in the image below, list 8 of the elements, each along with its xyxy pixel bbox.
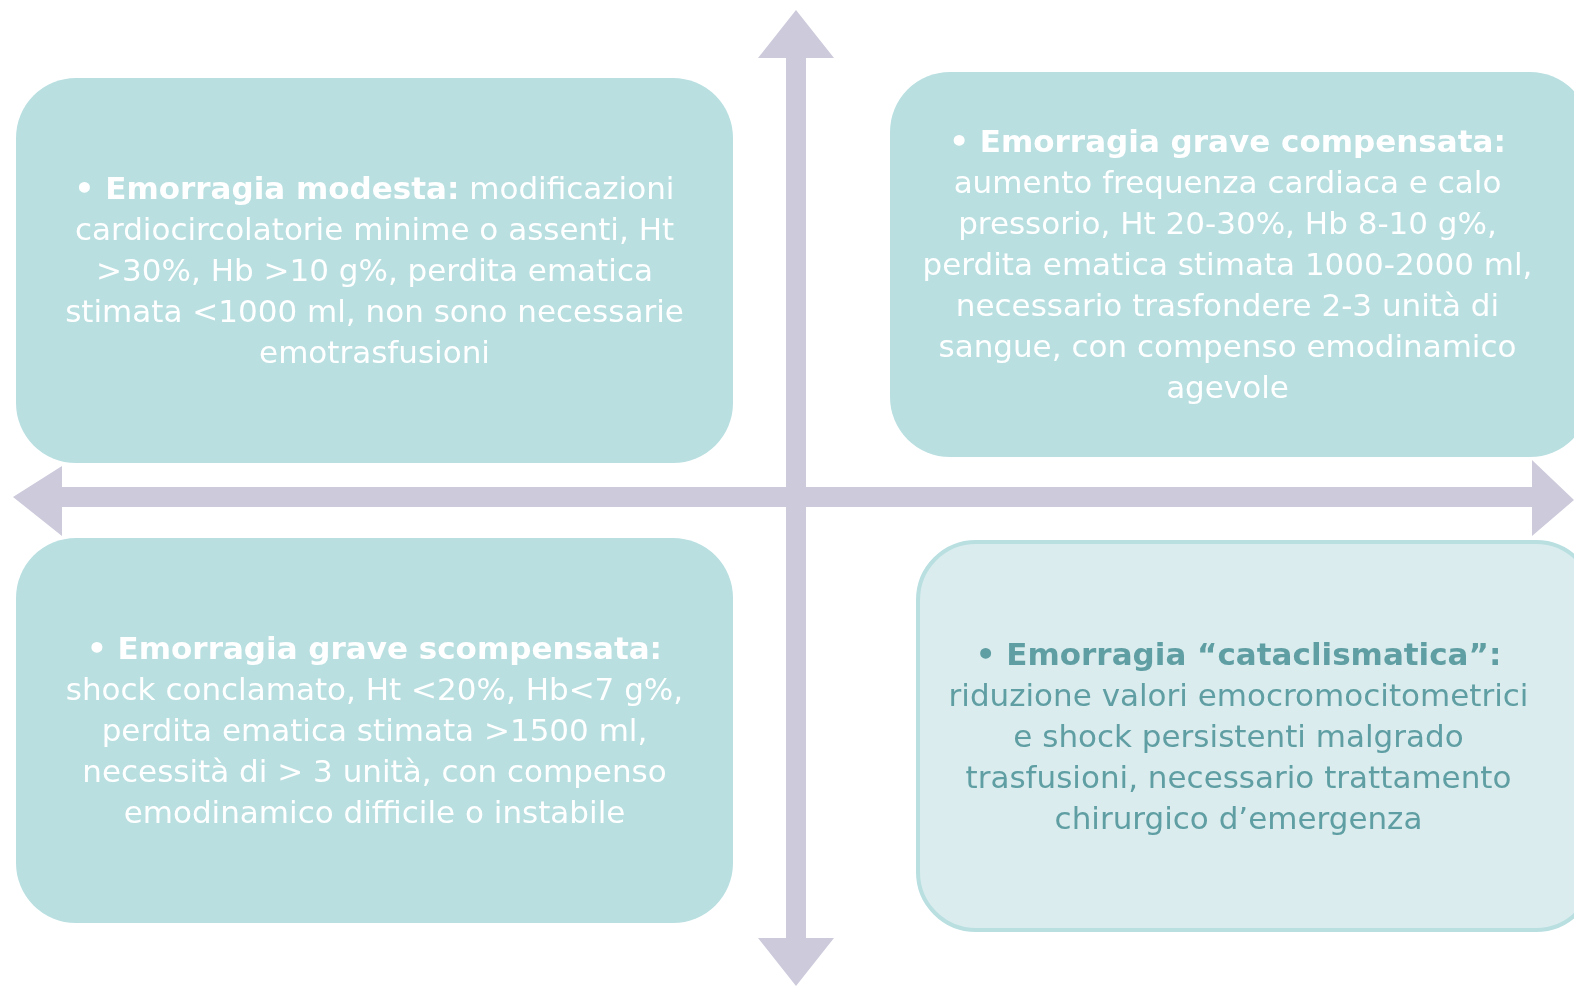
rounded-box xyxy=(916,540,1574,932)
rounded-box xyxy=(16,538,733,923)
description-text: • Emorragia grave scompensata: shock conclamato, Ht <20%, Hb<7 g%, perdita ematica stimata >1500 ml, necessità di > 3 unità, con compenso emodinamico difficile o instabile xyxy=(64,629,685,832)
rounded-box xyxy=(16,78,733,463)
description-text: • Emorragia modesta: modificazioni cardiocircolatorie minime o assenti, Ht >30%, Hb >10 g%, perdita ematica stimata <1000 ml, non sono necessarie emotrasfusioni xyxy=(64,169,685,372)
description-text: • Emorragia grave compensata: aumento frequenza cardiaca e calo pressorio, Ht 20-30%, Hb 8-10 g%, perdita ematica stimata 1000-2000 ml, necessario trasfondere 2-3 unità di sangue, con compenso emodinamico agevole xyxy=(921,122,1534,407)
rounded-box xyxy=(890,72,1574,457)
description-text: • Emorragia “cataclismatica”: riduzione valori emocromocitometrici e shock persistenti malgrado trasfusioni, necessario trattamento chirurgico d’emergenza xyxy=(947,634,1530,838)
